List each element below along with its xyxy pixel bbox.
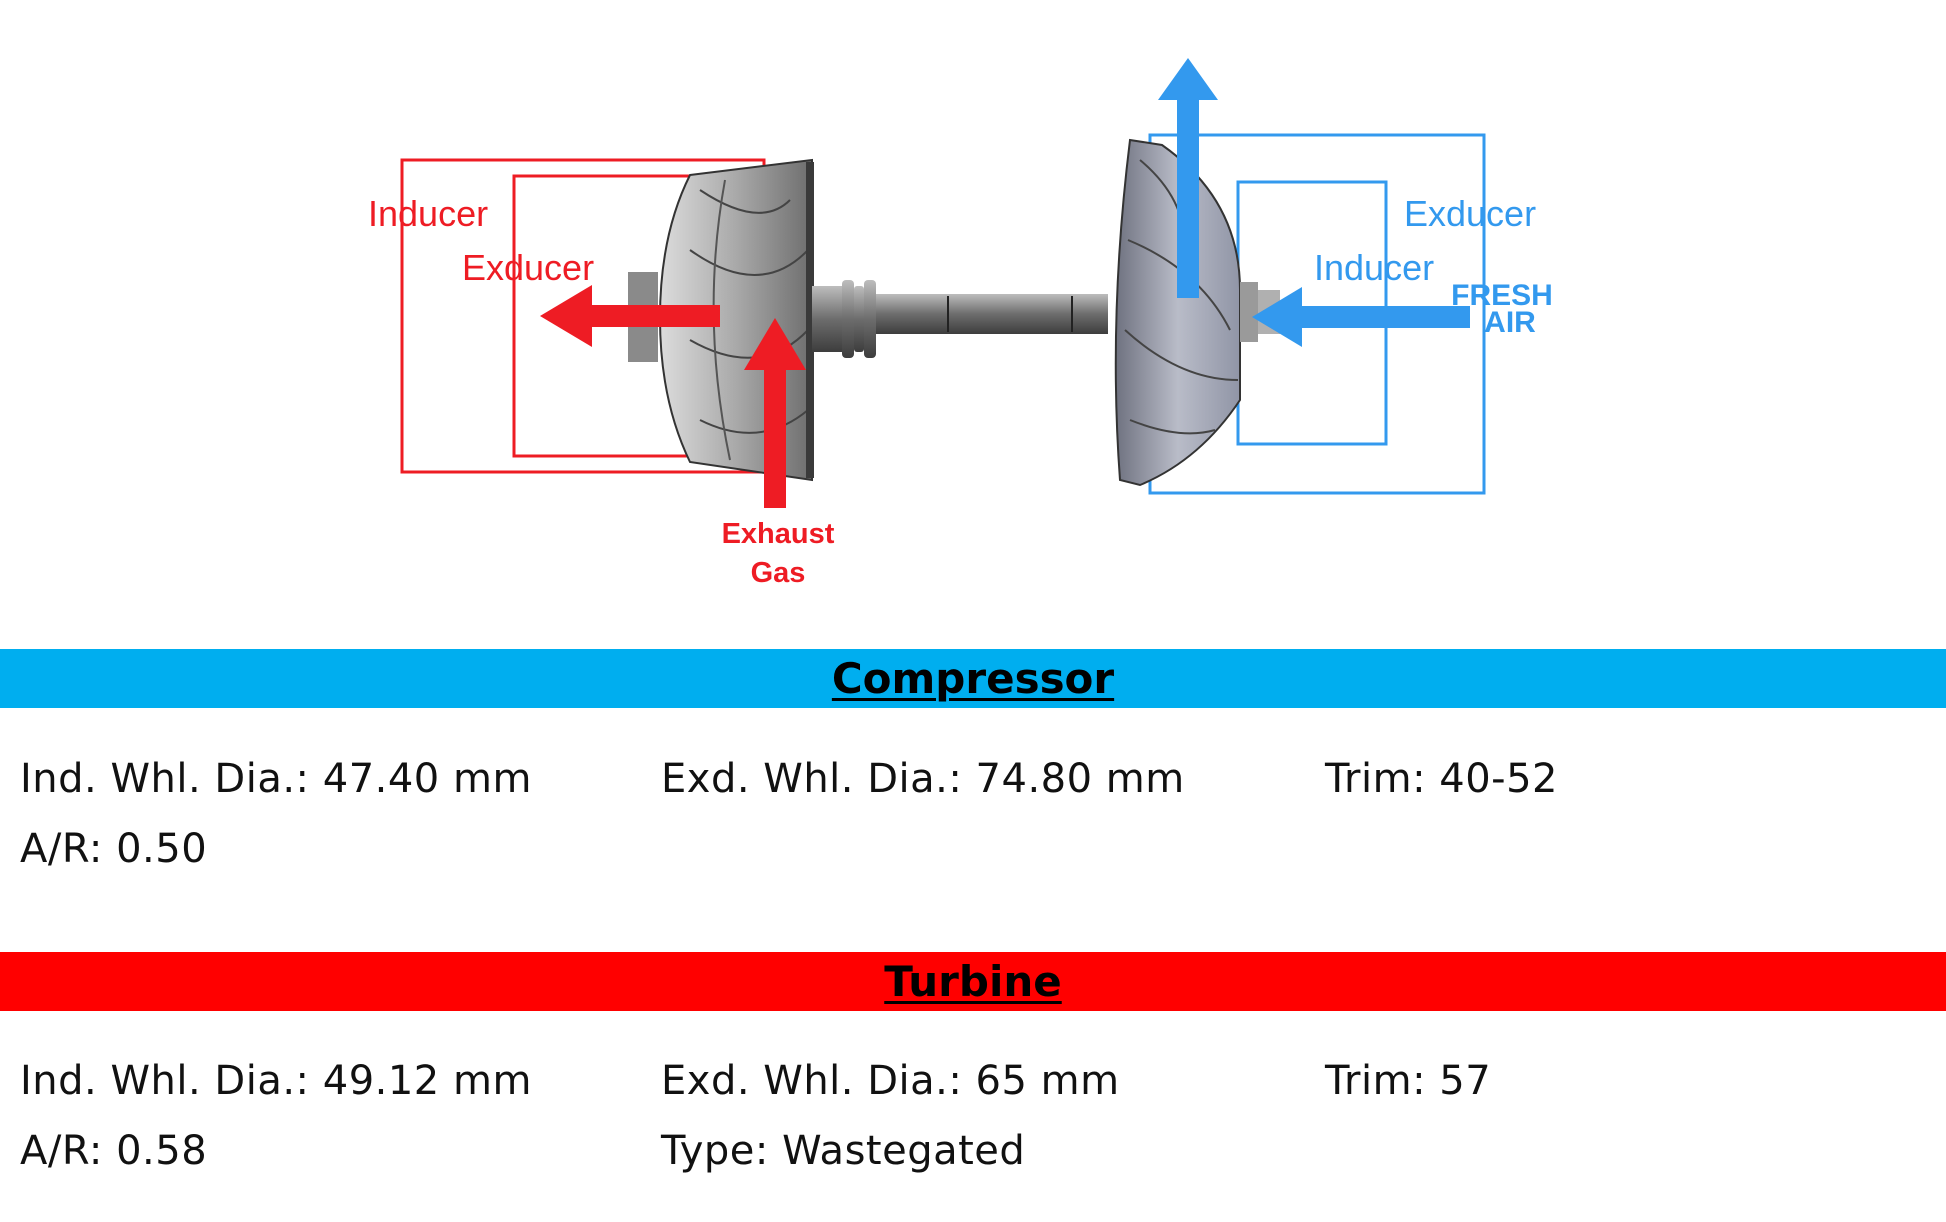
turbo-shaft [812,280,1108,358]
exhaust-gas-label-line2: Gas [751,557,806,589]
compressor-header-band: Compressor [0,649,1946,708]
turbine-header-band: Turbine [0,952,1946,1011]
compressor-trim: Trim: 40-52 [1325,756,1558,802]
turbine-inducer-label: Inducer [368,193,488,234]
turbine-exducer-arrow [540,285,720,347]
compressor-outlet-arrow [1158,58,1218,298]
compressor-inducer-label: Inducer [1314,247,1434,288]
compressor-ar: A/R: 0.50 [20,826,208,872]
turbo-rotating-assembly-diagram: Inducer Exducer Exhaust Gas Exducer Indu… [368,58,1553,589]
exhaust-gas-inlet-arrow [744,318,806,508]
fresh-air-label-line2: AIR [1484,306,1536,339]
turbine-exducer-wheel-diameter: Exd. Whl. Dia.: 65 mm [661,1058,1120,1104]
turbine-trim: Trim: 57 [1325,1058,1492,1104]
exhaust-gas-label-line1: Exhaust [722,518,835,550]
compressor-inducer-wheel-diameter: Ind. Whl. Dia.: 47.40 mm [20,756,532,802]
fresh-air-label-line1: FRESH [1451,279,1553,312]
turbine-type: Type: Wastegated [661,1128,1026,1174]
turbine-inducer-wheel-diameter: Ind. Whl. Dia.: 49.12 mm [20,1058,532,1104]
fresh-air-inlet-arrow [1252,287,1470,347]
turbine-ar: A/R: 0.58 [20,1128,208,1174]
compressor-exducer-wheel-diameter: Exd. Whl. Dia.: 74.80 mm [661,756,1185,802]
turbine-exducer-label: Exducer [462,247,594,288]
turbine-title: Turbine [884,957,1062,1006]
compressor-title: Compressor [831,654,1115,703]
compressor-exducer-label: Exducer [1404,193,1536,234]
